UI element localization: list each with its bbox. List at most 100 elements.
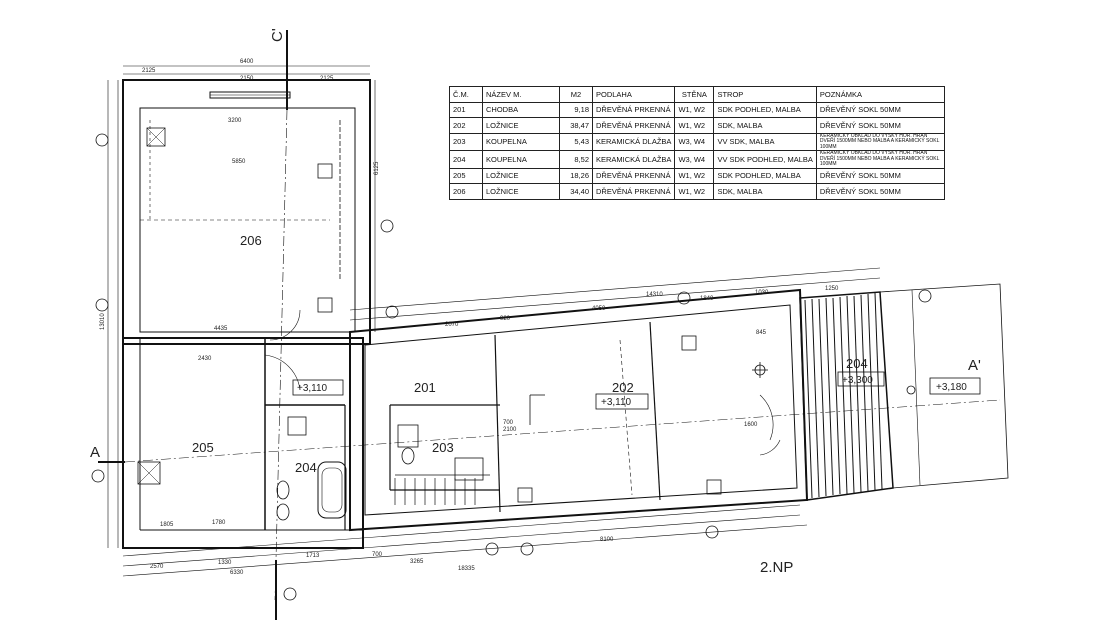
table-cell: KERAMICKÝ OBKLAD DO VÝŠKY HOR. HRAN DVEŘ…: [815, 150, 946, 169]
table-cell: W1, W2: [674, 183, 715, 200]
section-a-right: A': [968, 357, 981, 374]
dimension-label: 3265: [410, 559, 424, 565]
table-cell: KOUPELNA: [482, 132, 560, 151]
table-row: 204 KOUPELNA 8,52 KERAMICKÁ DLAŽBA W3, W…: [449, 150, 946, 169]
dimension-label: 13010: [100, 313, 106, 330]
level-label: +3,180: [936, 382, 967, 393]
dimension-label: 845: [756, 330, 767, 336]
dimension-label: 2430: [198, 356, 212, 362]
column-header: STĚNA: [674, 86, 715, 103]
section-a-left: A: [90, 444, 100, 461]
dimension-label: 6400: [240, 59, 254, 65]
table-cell: KERAMICKÁ DLAŽBA: [591, 132, 676, 151]
dimension-label: 920: [500, 316, 511, 322]
room-schedule-table: Č.M. NÁZEV M. M2 PODLAHA STĚNA STROP POZ…: [449, 86, 946, 200]
table-cell: DŘEVĚNÁ PRKENNÁ: [591, 117, 676, 134]
dimension-label: 2570: [150, 564, 164, 570]
table-cell: 204: [449, 150, 483, 169]
table-cell: 201: [449, 101, 483, 118]
dimension-label: 5850: [232, 159, 246, 165]
table-cell: VV SDK PODHLED, MALBA: [713, 150, 817, 169]
room-205-label: 205: [192, 440, 214, 455]
table-row: 203 KOUPELNA 5,43 KERAMICKÁ DLAŽBA W3, W…: [449, 132, 946, 151]
dimension-label: 4435: [214, 326, 228, 332]
table-cell: SDK, MALBA: [713, 117, 817, 134]
table-cell: VV SDK, MALBA: [713, 132, 817, 151]
room-206-label: 206: [240, 233, 262, 248]
table-cell: W3, W4: [674, 132, 715, 151]
dimension-label: 1250: [825, 286, 839, 292]
table-cell: KERAMICKÝ OBKLAD DO VÝŠKY HOR. HRAN DVEŘ…: [815, 132, 946, 151]
table-cell: 5,43: [559, 132, 593, 151]
table-cell: 8,52: [559, 150, 593, 169]
table-cell: DŘEVĚNÝ SOKL 50MM: [815, 167, 946, 184]
table-row: 202 LOŽNICE 38,47 DŘEVĚNÁ PRKENNÁ W1, W2…: [449, 117, 946, 134]
dimension-label: 1330: [218, 560, 232, 566]
room-204-label: 204: [295, 460, 317, 475]
table-cell: W1, W2: [674, 167, 715, 184]
table-cell: DŘEVĚNÁ PRKENNÁ: [591, 183, 676, 200]
room-201-label: 201: [414, 380, 436, 395]
table-cell: 206: [449, 183, 483, 200]
room-204b-label: 204: [846, 356, 868, 371]
dimension-label: 18335: [458, 566, 475, 572]
dimension-label: 1780: [212, 520, 226, 526]
dimension-label: 6125: [374, 161, 380, 175]
table-cell: W1, W2: [674, 117, 715, 134]
floor-label: 2.NP: [760, 559, 793, 576]
table-cell: DŘEVĚNÝ SOKL 50MM: [815, 101, 946, 118]
dimension-label: 1713: [306, 553, 320, 559]
table-cell: KOUPELNA: [482, 150, 560, 169]
table-cell: SDK PODHLED, MALBA: [713, 167, 817, 184]
level-label: +3,300: [842, 375, 873, 386]
column-header: STROP: [713, 86, 817, 103]
column-header: PODLAHA: [591, 86, 676, 103]
dimension-label: 4050: [592, 306, 606, 312]
table-cell: DŘEVĚNÁ PRKENNÁ: [591, 167, 676, 184]
table-cell: LOŽNICE: [482, 117, 560, 134]
dimension-label: 6330: [230, 570, 244, 576]
level-label: +3,110: [297, 383, 328, 394]
table-row: 206 LOŽNICE 34,40 DŘEVĚNÁ PRKENNÁ W1, W2…: [449, 183, 946, 200]
dimension-label: 2070: [445, 322, 459, 328]
dimension-label: 2100: [503, 427, 517, 433]
dimension-label: 1840: [700, 296, 714, 302]
dimension-label: 2125: [142, 68, 156, 74]
table-cell: W3, W4: [674, 150, 715, 169]
table-cell: CHODBA: [482, 101, 560, 118]
room-202-label: 202: [612, 380, 634, 395]
dimension-label: 2150: [240, 76, 254, 82]
table-cell: LOŽNICE: [482, 167, 560, 184]
column-header: M2: [559, 86, 593, 103]
table-cell: DŘEVĚNÝ SOKL 50MM: [815, 117, 946, 134]
wall-205-outer: [122, 337, 364, 549]
bathtub: [317, 461, 347, 519]
dimension-label: 700: [372, 552, 383, 558]
dimension-label: 14310: [646, 292, 663, 298]
table-cell: 34,40: [559, 183, 593, 200]
table-cell: 38,47: [559, 117, 593, 134]
room-203-label: 203: [432, 440, 454, 455]
table-cell: SDK PODHLED, MALBA: [713, 101, 817, 118]
table-cell: 202: [449, 117, 483, 134]
table-cell: KERAMICKÁ DLAŽBA: [591, 150, 676, 169]
table-cell: DŘEVĚNÝ SOKL 50MM: [815, 183, 946, 200]
table-cell: DŘEVĚNÁ PRKENNÁ: [591, 101, 676, 118]
table-cell: W1, W2: [674, 101, 715, 118]
table-row: 205 LOŽNICE 18,26 DŘEVĚNÁ PRKENNÁ W1, W2…: [449, 167, 946, 184]
table-cell: 9,18: [559, 101, 593, 118]
dimension-label: 1030: [755, 290, 769, 296]
dimension-label: 700: [503, 420, 514, 426]
column-header: Č.M.: [449, 86, 483, 103]
wall-206-outer: [122, 79, 371, 345]
wall-202-outer: [349, 288, 809, 532]
column-header: POZNÁMKA: [815, 86, 946, 103]
table-cell: 18,26: [559, 167, 593, 184]
table-cell: SDK, MALBA: [713, 183, 817, 200]
dimension-label: 1805: [160, 522, 174, 528]
table-row: 201 CHODBA 9,18 DŘEVĚNÁ PRKENNÁ W1, W2 S…: [449, 101, 946, 118]
dimension-label: 2125: [320, 76, 334, 82]
table-cell: LOŽNICE: [482, 183, 560, 200]
table-header-row: Č.M. NÁZEV M. M2 PODLAHA STĚNA STROP POZ…: [449, 86, 946, 103]
level-label: +3,110: [601, 397, 632, 408]
